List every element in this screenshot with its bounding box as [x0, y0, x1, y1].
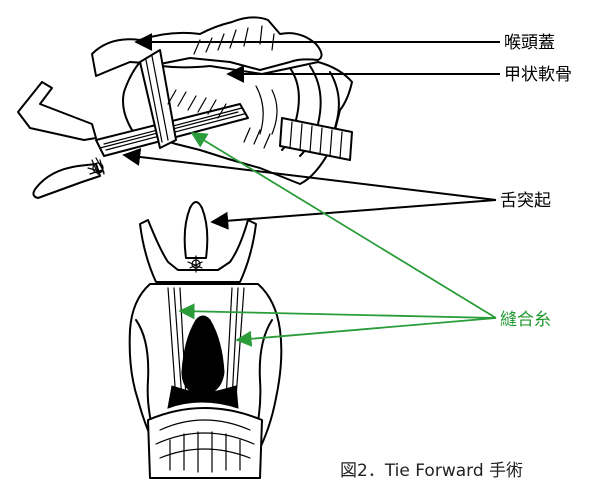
- label-hyoid: 舌突起: [500, 191, 551, 211]
- label-thyroid-cartilage: 甲状軟骨: [504, 65, 572, 85]
- arrow-hyoid-front: [212, 200, 496, 222]
- larynx-lateral-view: [18, 17, 352, 198]
- label-epiglottis: 喉頭蓋: [504, 33, 555, 53]
- label-suture: 縫合糸: [500, 310, 551, 330]
- figure-caption: 図2．Tie Forward 手術: [340, 461, 523, 481]
- larynx-front-view: [130, 202, 282, 478]
